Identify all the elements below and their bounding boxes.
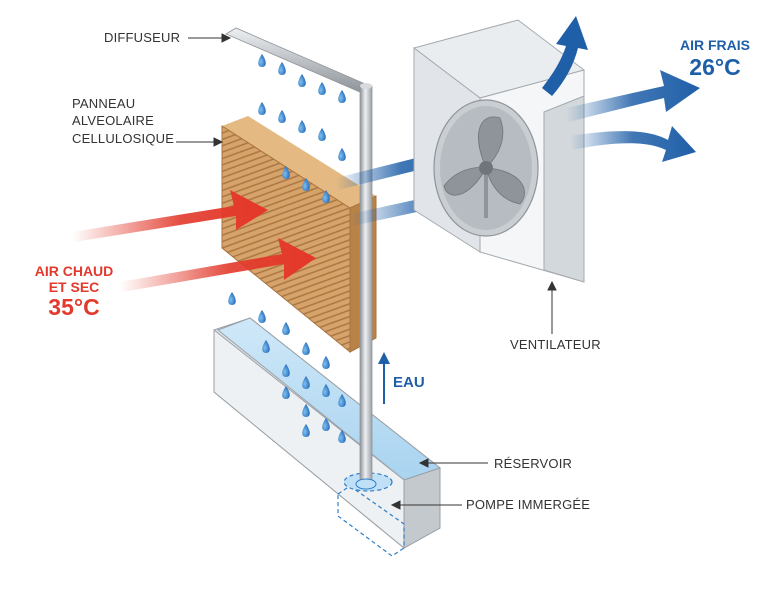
- fan-blades: [443, 116, 525, 205]
- leader-lines: [176, 33, 557, 510]
- water-drops: [228, 54, 346, 443]
- reservoir-tank: [213, 317, 442, 550]
- water-drop: [278, 62, 286, 75]
- fresh-air-arrows: [542, 16, 700, 162]
- fan-label: VENTILATEUR: [510, 337, 601, 352]
- pump-label: POMPE IMMERGÉE: [466, 497, 591, 512]
- water-drop: [338, 430, 346, 443]
- water-drop: [302, 424, 310, 437]
- cellulose-pad: [221, 116, 377, 354]
- water-drop: [258, 102, 266, 115]
- water-drop: [282, 364, 290, 377]
- hot-air-temp: 35°C: [48, 294, 100, 320]
- water-drop: [302, 376, 310, 389]
- water-drop: [322, 384, 330, 397]
- water-drop: [322, 418, 330, 431]
- water-drop: [282, 386, 290, 399]
- water-drop: [302, 342, 310, 355]
- water-drop: [258, 310, 266, 323]
- water-drop: [298, 74, 306, 87]
- water-label: EAU: [393, 374, 425, 391]
- diffuser-pipe: [225, 27, 377, 490]
- water-drop: [338, 148, 346, 161]
- fresh-air-arrow: [570, 126, 696, 162]
- pad-label-line2: ALVEOLAIRE: [72, 113, 154, 128]
- fresh-air-arrow: [542, 16, 588, 96]
- water-drop: [302, 178, 310, 191]
- water-drop: [298, 120, 306, 133]
- water-drop: [302, 404, 310, 417]
- water-drop: [262, 340, 270, 353]
- water-drop: [338, 394, 346, 407]
- water-drop: [258, 54, 266, 67]
- hot-air-line1: AIR CHAUD: [34, 263, 114, 279]
- water-drop: [322, 190, 330, 203]
- water-drop: [318, 82, 326, 95]
- water-drop: [278, 110, 286, 123]
- water-drop: [228, 292, 236, 305]
- fan-unit: [412, 19, 586, 283]
- pad-label-line1: PANNEAU: [72, 96, 136, 111]
- hot-air-arrow: [72, 190, 268, 242]
- water-up-arrow: [378, 352, 390, 404]
- water-drop: [322, 356, 330, 369]
- fresh-air-temp: 26°C: [689, 54, 741, 80]
- hot-air-arrow: [120, 238, 316, 292]
- diffuser-label: DIFFUSEUR: [104, 30, 181, 45]
- fresh-air-line1: AIR FRAIS: [680, 37, 750, 53]
- water-drop: [338, 90, 346, 103]
- water-drop: [318, 128, 326, 141]
- water-drop: [282, 322, 290, 335]
- hot-air-line2: ET SEC: [48, 279, 100, 295]
- water-drop: [282, 166, 290, 179]
- fresh-air-arrow: [566, 70, 700, 122]
- hot-air-arrows: [72, 190, 316, 292]
- pad-label-line3: CELLULOSIQUE: [72, 131, 175, 146]
- reservoir-label: RÉSERVOIR: [494, 456, 573, 471]
